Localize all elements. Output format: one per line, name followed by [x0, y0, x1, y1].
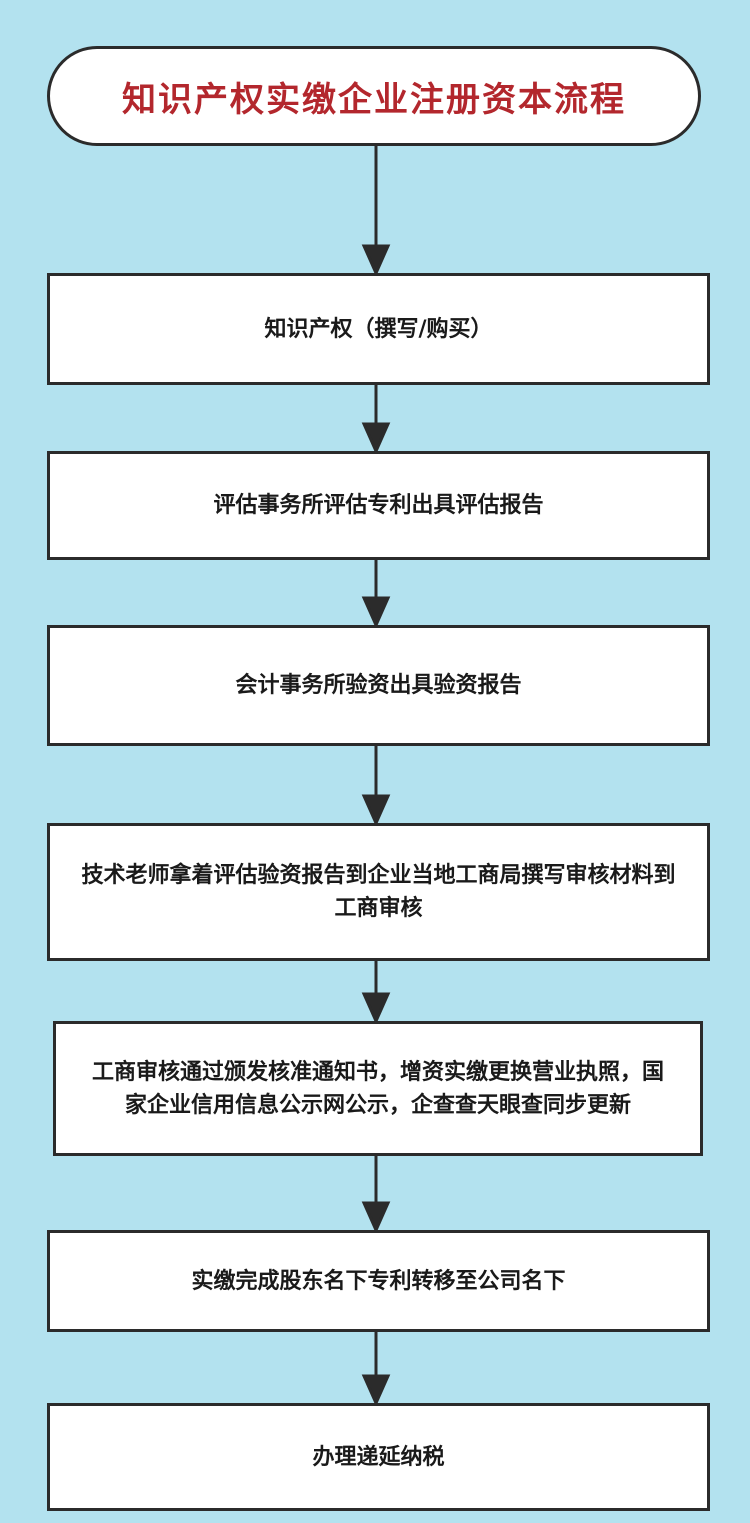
arrowhead-3	[361, 596, 391, 629]
step-text-4: 技术老师拿着评估验资报告到企业当地工商局撰写审核材料到工商审核	[81, 863, 676, 921]
arrowhead-4	[361, 794, 391, 827]
arrowhead-5	[361, 992, 391, 1025]
step-box-3: 会计事务所验资出具验资报告	[47, 625, 710, 746]
step-box-2: 评估事务所评估专利出具评估报告	[47, 451, 710, 560]
step-box-1: 知识产权（撰写/购买）	[47, 273, 710, 385]
arrowhead-1	[361, 244, 391, 277]
flowchart-title: 知识产权实缴企业注册资本流程	[122, 79, 626, 120]
title-box: 知识产权实缴企业注册资本流程	[47, 46, 701, 146]
arrowhead-2	[361, 422, 391, 455]
step-text-7: 办理递延纳税	[312, 1444, 445, 1470]
step-box-5: 工商审核通过颁发核准通知书，增资实缴更换营业执照，国家企业信用信息公示网公示，企…	[53, 1021, 703, 1156]
step-text-2: 评估事务所评估专利出具评估报告	[213, 493, 544, 518]
step-box-6: 实缴完成股东名下专利转移至公司名下	[47, 1230, 710, 1332]
arrowhead-7	[361, 1374, 391, 1407]
step-box-7: 办理递延纳税	[47, 1403, 710, 1511]
step-text-1: 知识产权（撰写/购买）	[264, 316, 493, 342]
step-text-6: 实缴完成股东名下专利转移至公司名下	[191, 1268, 566, 1294]
step-text-3: 会计事务所验资出具验资报告	[235, 673, 522, 698]
step-text-5: 工商审核通过颁发核准通知书，增资实缴更换营业执照，国家企业信用信息公示网公示，企…	[91, 1059, 664, 1118]
step-box-4: 技术老师拿着评估验资报告到企业当地工商局撰写审核材料到工商审核	[47, 823, 710, 961]
arrowhead-6	[361, 1201, 391, 1234]
